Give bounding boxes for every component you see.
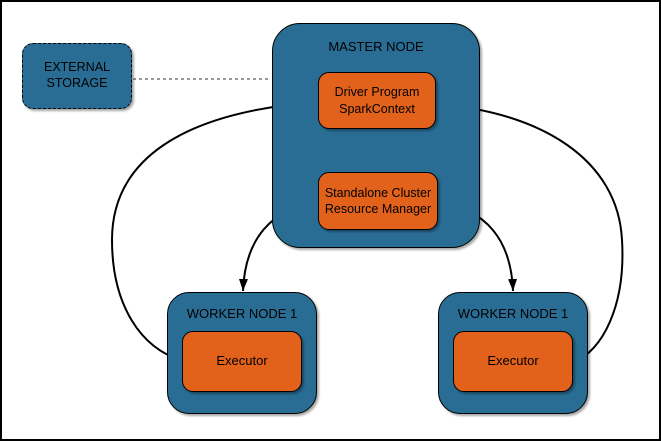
- executor-left-box: Executor: [182, 331, 302, 392]
- worker-node-left-label: WORKER NODE 1: [186, 306, 298, 321]
- external-storage-node: EXTERNAL STORAGE: [22, 43, 132, 109]
- master-node: MASTER NODE: [272, 23, 480, 248]
- driver-program-label-line2: SparkContext: [339, 101, 415, 116]
- executor-left-label: Executor: [216, 353, 268, 369]
- edge-driver-executor-left: [110, 98, 319, 362]
- executor-right-label: Executor: [487, 353, 539, 369]
- master-node-label: MASTER NODE: [328, 39, 424, 54]
- resource-manager-label-line2: Resource Manager: [324, 202, 432, 216]
- driver-program-label-line1: Driver Program: [334, 85, 420, 100]
- executor-right-box: Executor: [453, 331, 573, 392]
- edge-driver-executor-right: [435, 100, 624, 363]
- driver-program-box: Driver Program SparkContext: [318, 72, 436, 129]
- worker-node-right-label: WORKER NODE 1: [457, 306, 569, 321]
- resource-manager-box: Standalone Cluster Resource Manager: [318, 172, 438, 230]
- resource-manager-label-line1: Standalone Cluster: [324, 185, 432, 200]
- external-storage-label: EXTERNAL STORAGE: [44, 60, 110, 90]
